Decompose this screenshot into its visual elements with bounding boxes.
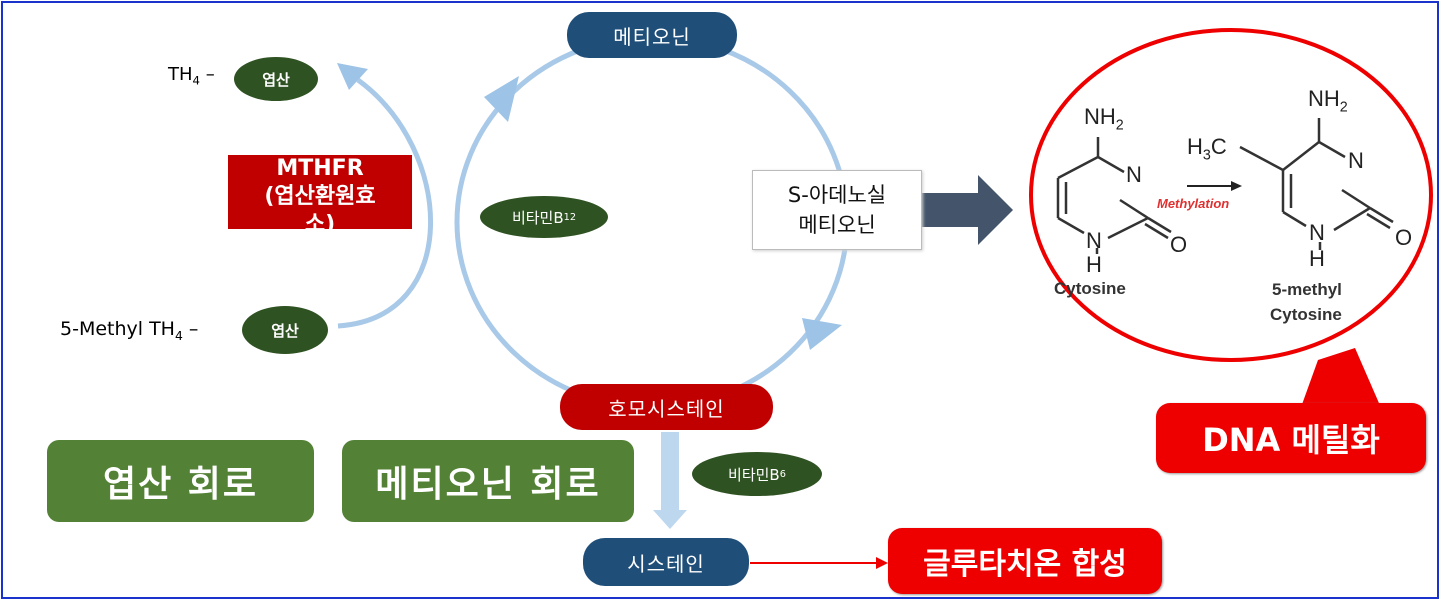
sam-to-dna-arrow — [922, 175, 1013, 245]
cycle-arrowhead-up — [484, 76, 519, 122]
sam-label-line1: S-아데노실 — [787, 183, 887, 207]
transsulfuration-arrowhead — [653, 510, 687, 529]
cytosine-nh2: NH2 — [1084, 104, 1124, 134]
methionine-cycle-box: 메티오닌 회로 — [342, 440, 634, 522]
methyl-th4-label: 5-Methyl TH4 – — [60, 318, 199, 343]
th4-label: TH4 – — [168, 64, 215, 88]
mthfr-box: MTHFR (엽산환원효 소) — [228, 155, 412, 229]
sam-node: S-아데노실 메티오닌 — [752, 170, 922, 250]
cytosine-caption: Cytosine — [1054, 279, 1126, 298]
methylcytosine-caption-2: Cytosine — [1270, 305, 1342, 324]
folate-arc — [337, 77, 434, 329]
methylation-label: Methylation — [1157, 196, 1230, 211]
methylation-arrowhead — [1231, 181, 1242, 191]
methylcytosine-nh-n: N — [1309, 220, 1325, 245]
folate-cycle-box: 엽산 회로 — [47, 440, 314, 522]
homocysteine-label: 호모시스테인 — [608, 396, 725, 421]
folate-oval-bottom: 엽산 — [242, 306, 328, 354]
cytosine-nh-n: N — [1086, 228, 1102, 253]
cysteine-node: 시스테인 — [583, 538, 749, 586]
folate-oval-top: 엽산 — [234, 57, 318, 101]
folate-arc-arrowhead — [337, 63, 368, 90]
dna-methylation-box: DNA 메틸화 — [1156, 403, 1426, 473]
callout-pointer — [1300, 348, 1382, 410]
methylcytosine-o: O — [1395, 225, 1413, 250]
transsulfuration-shaft — [661, 432, 679, 512]
methionine-label: 메티오닌 — [613, 24, 691, 49]
methylcytosine-nh2: NH2 — [1308, 86, 1348, 116]
methyl-group: H3C — [1187, 134, 1227, 164]
cytosine-structure — [1056, 137, 1172, 254]
methylcytosine-structure — [1239, 118, 1394, 250]
methylcytosine-caption-1: 5-methyl — [1272, 280, 1342, 299]
cytosine-o: O — [1170, 232, 1188, 257]
methylcytosine-n: N — [1348, 148, 1364, 173]
glutathione-arrowhead — [876, 557, 888, 569]
cysteine-label: 시스테인 — [627, 551, 705, 576]
homocysteine-node: 호모시스테인 — [560, 384, 773, 430]
methylcytosine-nh-h: H — [1309, 246, 1325, 271]
glutathione-box: 글루타치온 합성 — [888, 528, 1162, 594]
cycle-arrowhead-down — [802, 318, 842, 350]
sam-label-line2: 메티오닌 — [798, 213, 876, 237]
methionine-node: 메티오닌 — [567, 12, 737, 58]
cytosine-nh-h: H — [1086, 252, 1102, 277]
dna-methylation-circle — [1029, 28, 1433, 362]
cytosine-n: N — [1126, 162, 1142, 187]
